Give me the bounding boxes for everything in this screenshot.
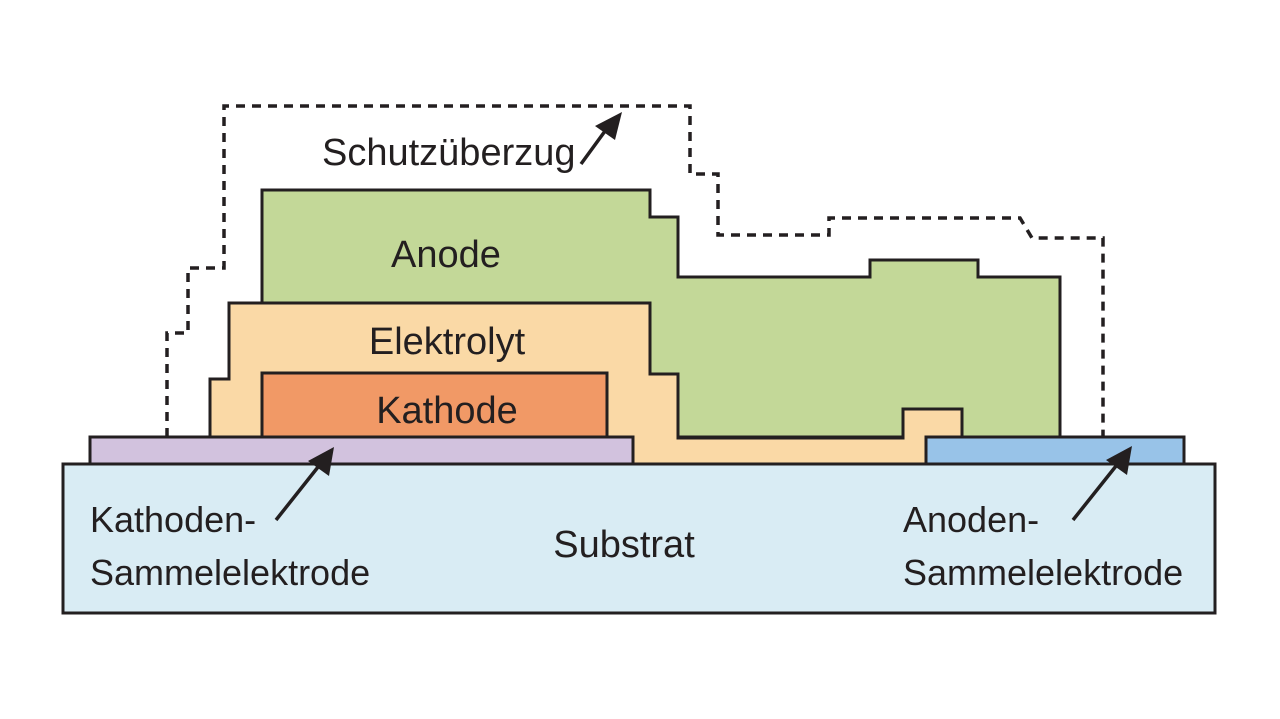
cathode-collector-arrow — [274, 447, 334, 522]
anode-collector-layer — [924, 435, 1186, 466]
cathode-collector-label-line1: Kathoden- — [90, 499, 256, 540]
coating-arrow — [579, 112, 622, 166]
coating-label: Schutzüberzug — [322, 132, 576, 174]
substrate-label: Substrat — [553, 524, 695, 566]
anode-collector-label-line1: Anoden- — [903, 499, 1039, 540]
anode-collector-label-line2: Sammelelektrode — [903, 552, 1183, 593]
anode-label: Anode — [391, 234, 501, 276]
cathode-collector-label-line2: Sammelelektrode — [90, 552, 370, 593]
electrolyte-label: Elektrolyt — [369, 321, 526, 363]
cathode-collector-layer — [88, 435, 635, 466]
substrate-layer — [61, 462, 1217, 615]
anode-collector-arrow — [1071, 446, 1132, 522]
cathode-label: Kathode — [376, 390, 518, 432]
cathode-layer — [260, 371, 609, 439]
protective-coating-outline — [165, 104, 1105, 437]
